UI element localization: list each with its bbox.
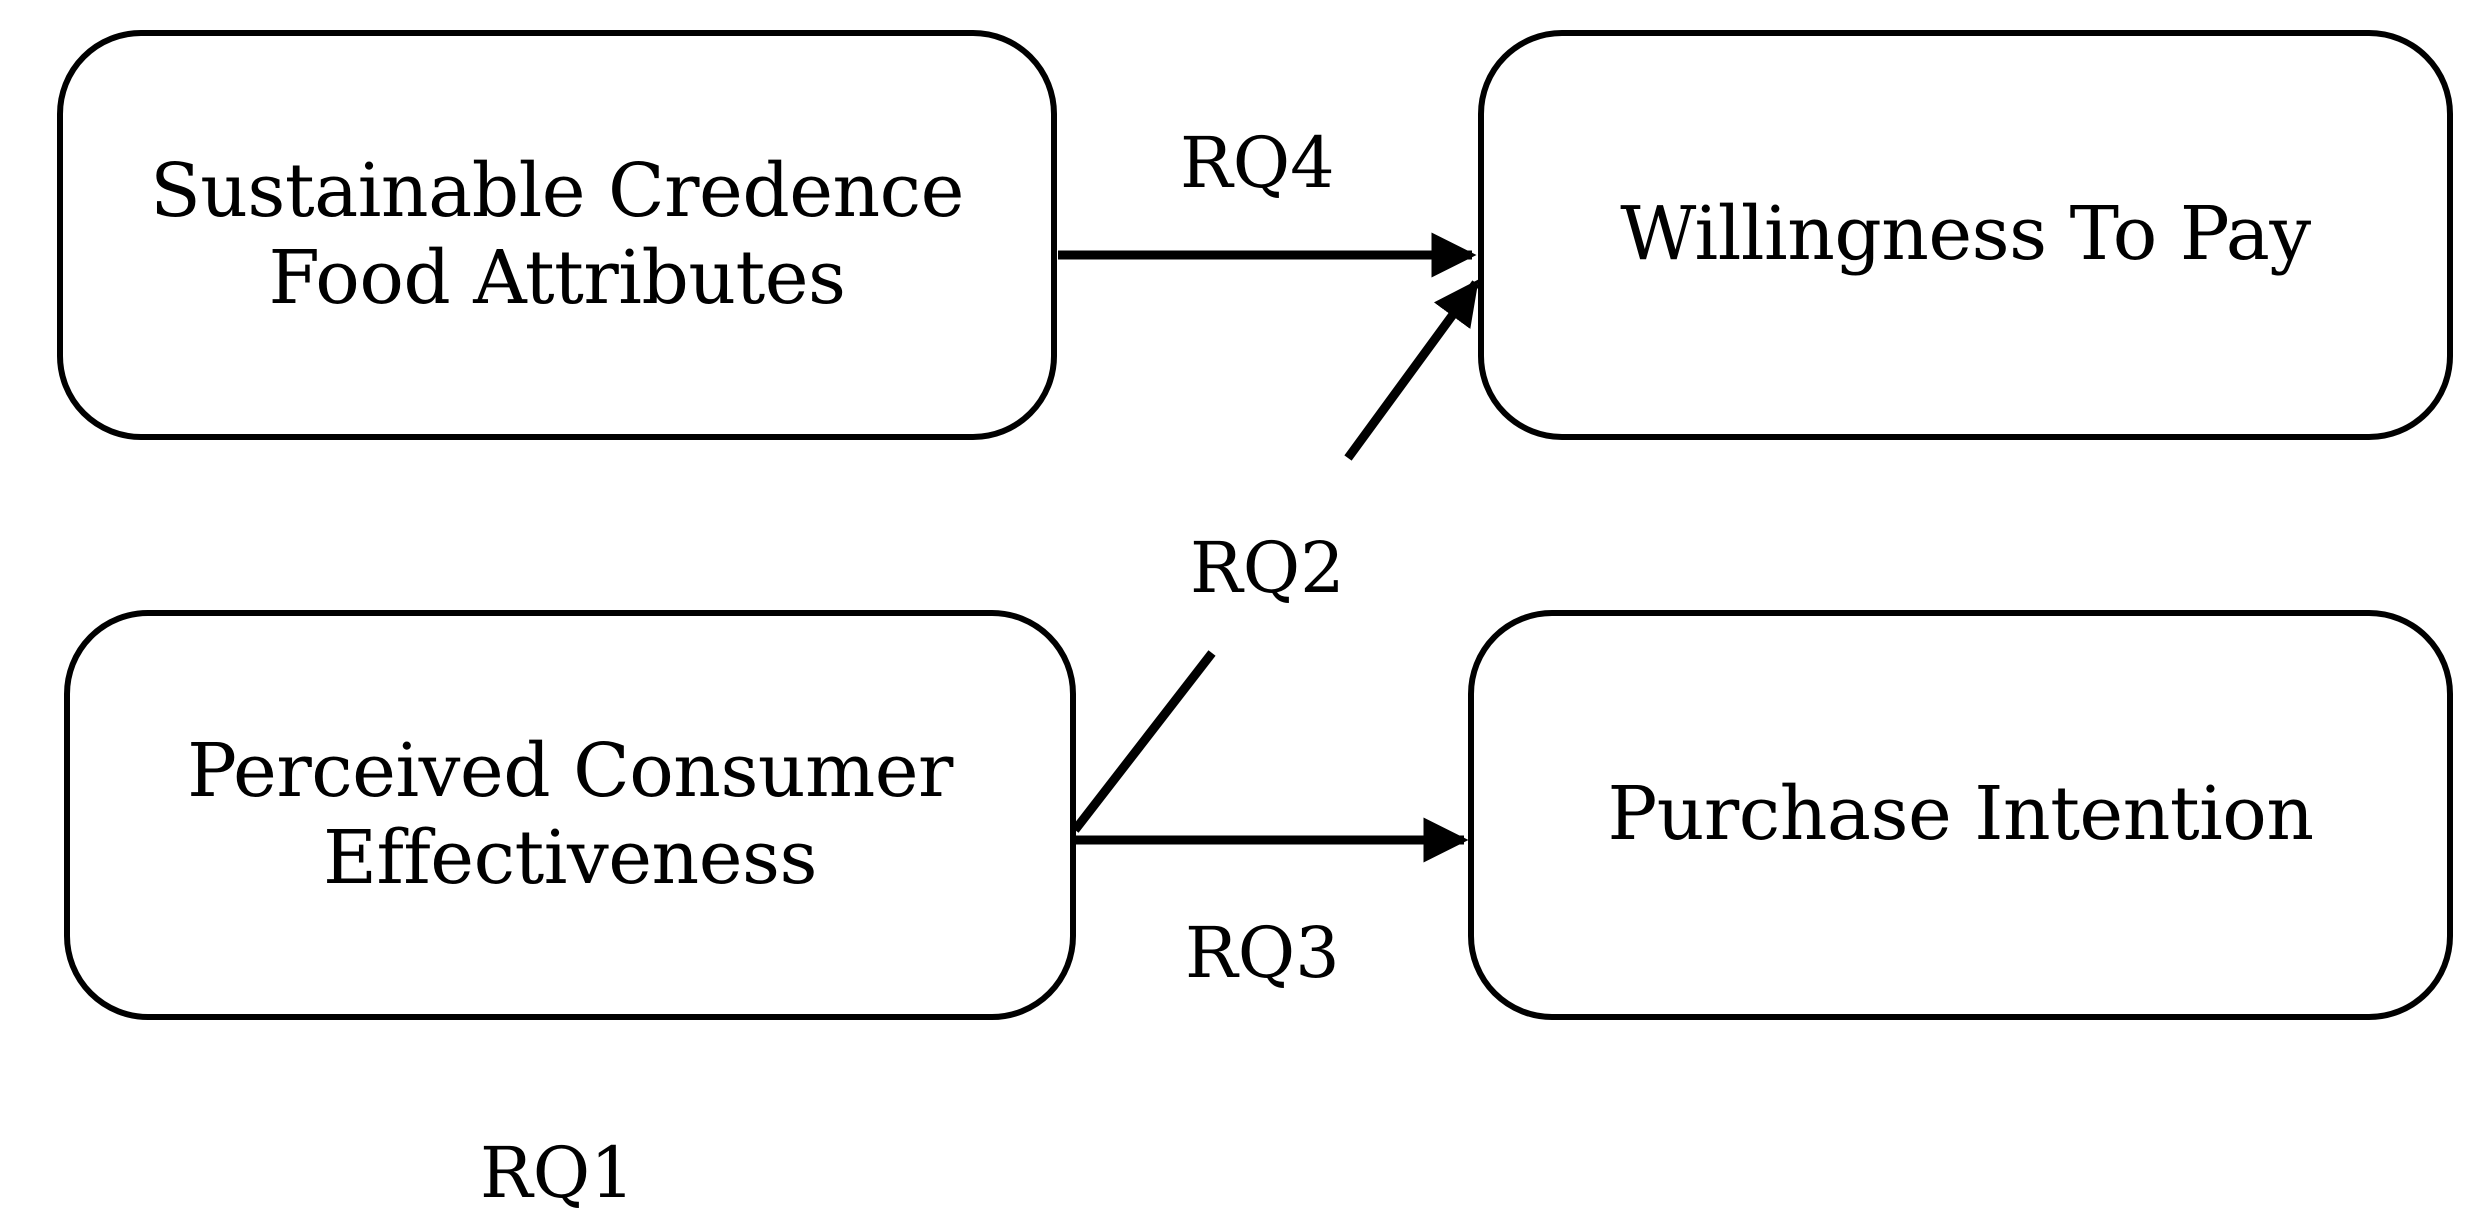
edge-label-rq2: RQ2 [1190, 527, 1345, 609]
edge-rq2-arrow [1344, 279, 1480, 461]
node-label: Purchase Intention [1607, 771, 2314, 858]
edge-label-rq3: RQ3 [1185, 912, 1340, 994]
node-sustainable-credence-food-attributes: Sustainable Credence Food Attributes [57, 30, 1057, 440]
node-purchase-intention: Purchase Intention [1468, 610, 2453, 1020]
label-rq1: RQ1 [480, 1132, 635, 1214]
node-willingness-to-pay: Willingness To Pay [1478, 30, 2453, 440]
edge-label-rq4: RQ4 [1180, 122, 1335, 204]
node-label: Perceived Consumer Effectiveness [187, 727, 953, 901]
node-label: Willingness To Pay [1620, 191, 2311, 278]
node-label: Sustainable Credence Food Attributes [150, 147, 964, 321]
edge-rq2-segment-lower [1071, 650, 1216, 833]
node-perceived-consumer-effectiveness: Perceived Consumer Effectiveness [64, 610, 1076, 1020]
